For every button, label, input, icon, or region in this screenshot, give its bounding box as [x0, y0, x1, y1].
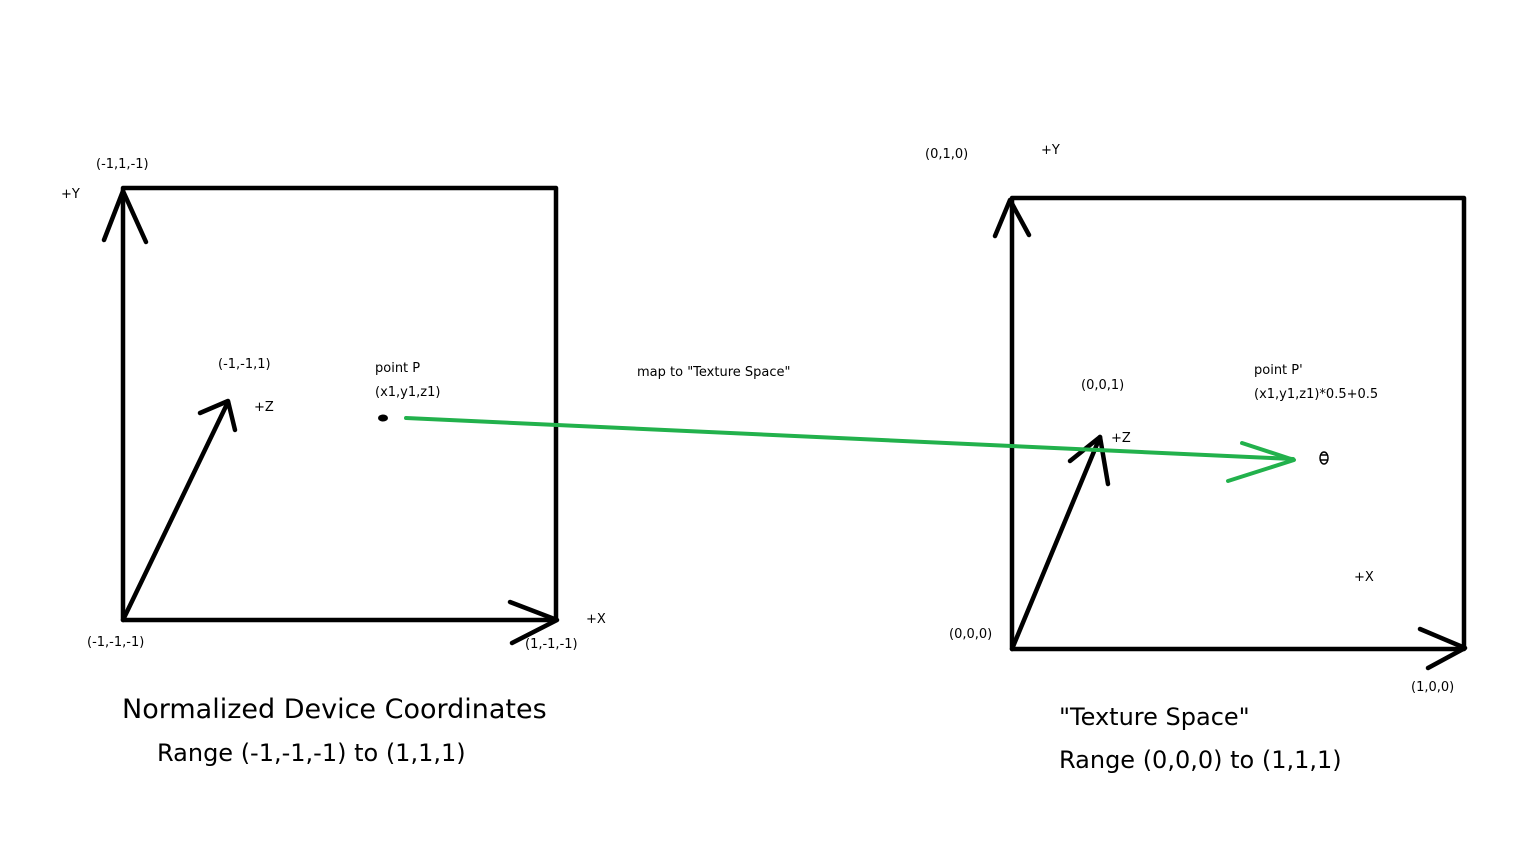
ndc-point-coords: (x1,y1,z1) [375, 385, 441, 400]
ndc-square [120, 185, 559, 623]
ndc-y-arrowhead [101, 188, 149, 245]
texture-z-arrowhead [1067, 434, 1111, 487]
texture-corner-origin-label: (0,0,0) [949, 627, 993, 642]
ndc-range: Range (-1,-1,-1) to (1,1,1) [157, 739, 466, 767]
ndc-axis-y-label: +Y [61, 187, 80, 202]
texture-frame [992, 195, 1468, 671]
ndc-point-p [378, 414, 388, 422]
ndc-corner-x-end-label: (1,-1,-1) [525, 637, 578, 652]
texture-range: Range (0,0,0) to (1,1,1) [1059, 746, 1342, 774]
texture-point-p-prime [1319, 451, 1329, 465]
ndc-frame [101, 185, 560, 646]
ndc-z-axis [120, 399, 231, 623]
ndc-x-arrowhead [507, 599, 560, 646]
texture-title: "Texture Space" [1059, 703, 1250, 731]
ndc-corner-top-left-label: (-1,1,-1) [96, 157, 149, 172]
ndc-corner-origin-label: (-1,-1,-1) [87, 635, 145, 650]
texture-square [1009, 195, 1467, 652]
ndc-title: Normalized Device Coordinates [122, 694, 547, 725]
texture-point-label: point P' [1254, 363, 1303, 378]
ndc-z-arrowhead [197, 398, 238, 433]
texture-x-arrowhead [1417, 626, 1468, 671]
ndc-axis-z-label: +Z [254, 400, 274, 415]
texture-corner-top-left-label: (0,1,0) [925, 147, 969, 162]
mapping-arrow [404, 416, 1296, 483]
texture-axis-y-label: +Y [1041, 143, 1060, 158]
mapping-arrowhead [1226, 441, 1296, 483]
mapping-arrow-shaft [404, 416, 1295, 461]
ndc-z-end-label: (-1,-1,1) [218, 357, 271, 372]
texture-axis-z-label: +Z [1111, 431, 1131, 446]
texture-point-coords: (x1,y1,z1)*0.5+0.5 [1254, 387, 1379, 402]
ndc-point-label: point P [375, 361, 421, 376]
texture-z-end-label: (0,0,1) [1081, 378, 1125, 393]
texture-axis-x-label: +X [1354, 570, 1374, 585]
texture-y-arrowhead [992, 197, 1032, 239]
mapping-label: map to "Texture Space" [637, 365, 791, 380]
texture-corner-x-end-label: (1,0,0) [1411, 680, 1455, 695]
texture-z-axis [1009, 434, 1103, 652]
ndc-axis-x-label: +X [586, 612, 606, 627]
